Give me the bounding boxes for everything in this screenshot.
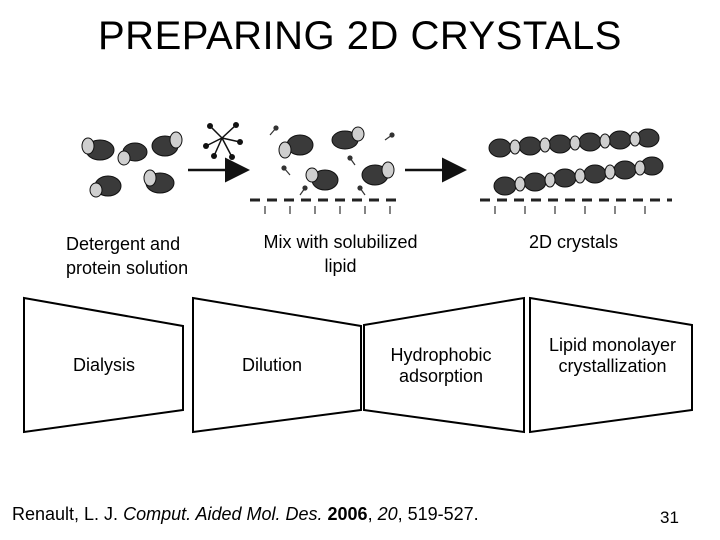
step-label-dilution: Dilution xyxy=(241,355,303,375)
crystal-panel xyxy=(480,128,672,214)
step-label-hydrophobic-adsorption: Hydrophobic adsorption xyxy=(390,345,492,386)
step-shape-dilution xyxy=(192,296,362,434)
step-label-dialysis: Dialysis xyxy=(72,355,135,375)
stage-label-detergent-protein: Detergent and protein solution xyxy=(66,234,189,278)
citation-volume: 20 xyxy=(377,504,398,524)
step-shape-lipid-monolayer xyxy=(529,296,693,434)
step-label-lipid-monolayer: Lipid monolayer crystallization xyxy=(548,335,677,376)
slide-title: PREPARING 2D CRYSTALS xyxy=(98,14,622,58)
citation-pages: 519-527. xyxy=(407,504,479,524)
citation: Renault, L. J. Comput. Aided Mol. Des. 2… xyxy=(12,504,479,524)
protein-detergent-panel xyxy=(81,122,243,198)
mix-lipid-panel xyxy=(250,125,400,214)
citation-year: 2006 xyxy=(327,504,368,524)
citation-journal: Comput. Aided Mol. Des. xyxy=(123,504,323,524)
citation-authors: Renault, L. J. xyxy=(12,504,119,524)
stage-label-2d-crystals: 2D crystals xyxy=(529,232,619,252)
page-number: 31 xyxy=(660,508,679,527)
step-shape-hydrophobic-adsorption xyxy=(363,296,525,434)
step-shape-dialysis xyxy=(23,296,184,434)
stage-label-mix-lipid: Mix with solubilized lipid xyxy=(263,232,418,276)
